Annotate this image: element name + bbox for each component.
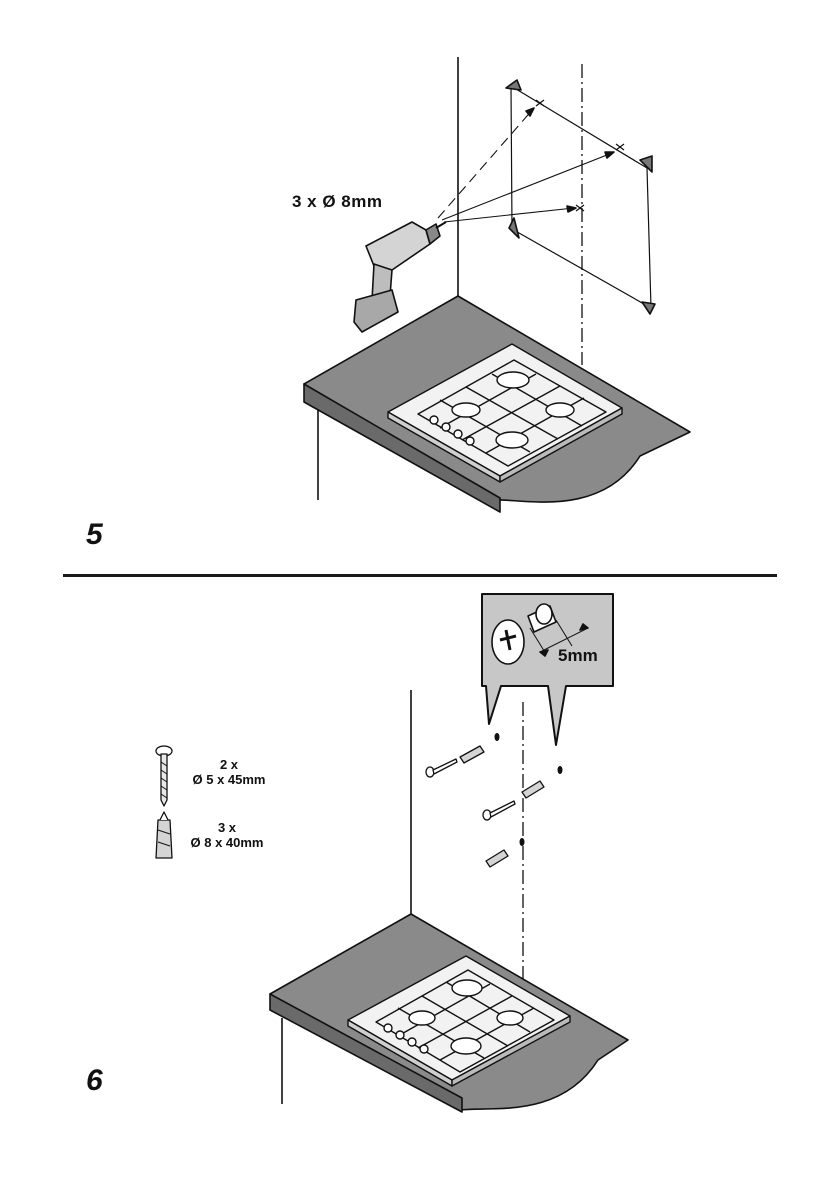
drill-diameter-label: 3 x Ø 8mm	[292, 192, 383, 212]
legend-screw-icon	[156, 746, 172, 806]
wall-plug-icon	[486, 850, 508, 867]
step5-illustration	[0, 0, 840, 575]
plug-size: Ø 8 x 40mm	[182, 835, 272, 850]
section-divider	[63, 574, 777, 577]
wall-plug-icon	[522, 781, 544, 798]
screw-gap-label: 5mm	[558, 646, 598, 666]
screw-icon	[426, 759, 457, 777]
wall-plug-icon	[460, 746, 484, 763]
zoom-callout	[482, 594, 613, 745]
worktop	[270, 914, 628, 1112]
drilling-template	[511, 86, 651, 308]
screw-quantity: 2 x	[184, 757, 274, 772]
wall-holes	[495, 733, 563, 846]
plug-quantity: 3 x	[182, 820, 272, 835]
plug-spec: 3 x Ø 8 x 40mm	[182, 820, 272, 850]
screw-spec: 2 x Ø 5 x 45mm	[184, 757, 274, 787]
legend-plug-icon	[156, 812, 172, 858]
screw-size: Ø 5 x 45mm	[184, 772, 274, 787]
screw-icon	[483, 801, 515, 820]
step-number-6: 6	[86, 1064, 103, 1098]
step-number-5: 5	[86, 518, 103, 552]
hob-icon	[348, 956, 570, 1086]
